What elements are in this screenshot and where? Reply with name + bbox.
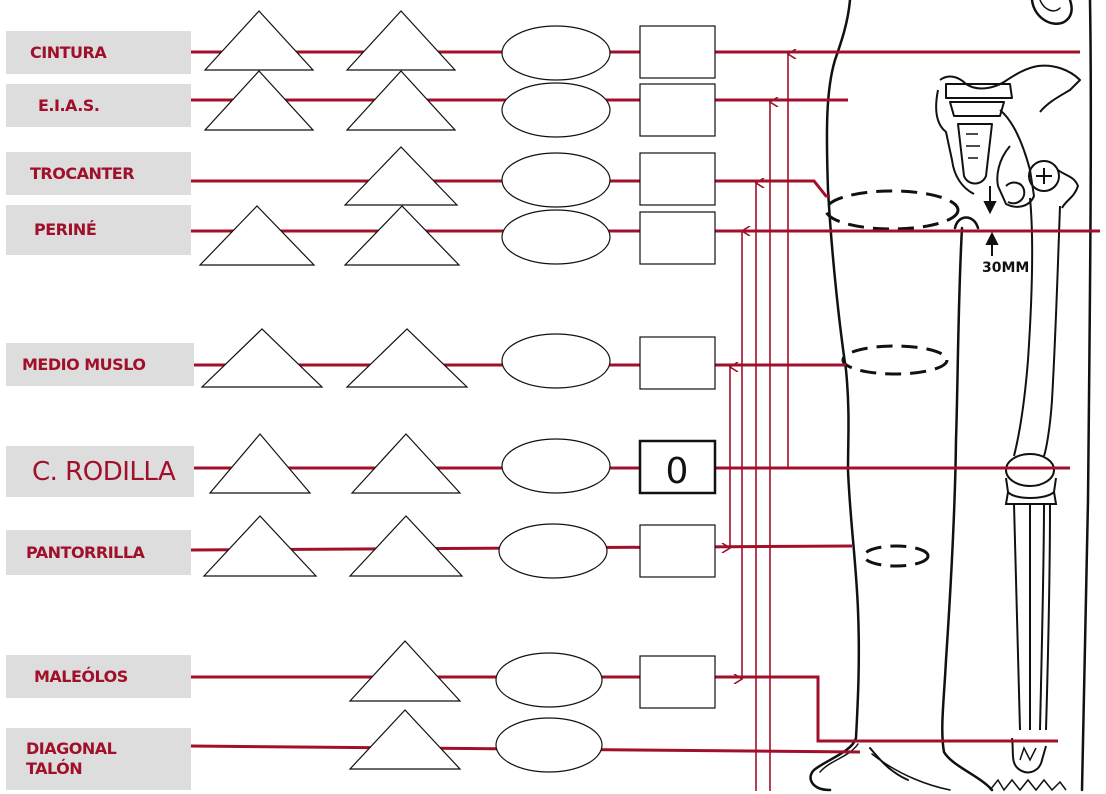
perine-oval[interactable] — [501, 209, 611, 265]
label-talon: TALÓN — [26, 759, 83, 778]
pantorrilla-triangle-1[interactable] — [202, 515, 318, 577]
label-eias: E.I.A.S. — [6, 84, 191, 127]
label-medio-muslo: MEDIO MUSLO — [6, 343, 194, 386]
label-maleolos: MALEÓLOS — [6, 655, 191, 698]
trocanter-box[interactable] — [639, 152, 716, 206]
leg-skeleton — [989, 197, 1067, 792]
medio-muslo-triangle-2[interactable] — [345, 328, 469, 388]
label-perine: PERINÉ — [6, 205, 191, 255]
eias-triangle-2[interactable] — [345, 70, 457, 131]
trocanter-oval[interactable] — [501, 152, 611, 208]
input-shapes — [198, 10, 716, 773]
medio-muslo-triangle-1[interactable] — [200, 328, 324, 388]
offset-annotation — [983, 186, 999, 256]
thigh-top-circumference — [824, 189, 960, 231]
cintura-oval[interactable] — [501, 25, 611, 81]
cintura-triangle-2[interactable] — [345, 10, 457, 71]
length-arrows — [730, 54, 788, 791]
pelvis-skeleton — [935, 64, 1081, 209]
c-rodilla-value-border — [638, 439, 717, 495]
label-c-rodilla: C. RODILLA — [6, 446, 194, 497]
c-rodilla-value[interactable]: 0 — [666, 451, 689, 492]
diagonal-talon-triangle[interactable] — [348, 709, 462, 770]
offset-label: 30MM — [982, 260, 1029, 276]
circumference-markers — [824, 189, 960, 568]
medio-muslo-oval[interactable] — [501, 333, 611, 389]
pantorrilla-oval[interactable] — [498, 523, 608, 579]
label-diagonal-talon: DIAGONAL TALÓN — [6, 728, 191, 790]
maleolos-oval[interactable] — [495, 652, 603, 708]
eias-oval[interactable] — [501, 82, 611, 138]
c-rodilla-triangle-1[interactable] — [208, 433, 312, 494]
label-pantorrilla: PANTORRILLA — [6, 530, 191, 575]
label-trocanter: TROCANTER — [6, 152, 191, 195]
c-rodilla-oval[interactable] — [501, 438, 611, 494]
perine-triangle-1[interactable] — [198, 205, 316, 266]
line-maleolos — [191, 675, 1058, 743]
maleolos-box[interactable] — [639, 655, 716, 709]
calf-circumference — [862, 544, 930, 568]
pantorrilla-triangle-2[interactable] — [348, 515, 464, 577]
cintura-triangle-1[interactable] — [203, 10, 315, 71]
eias-box[interactable] — [639, 83, 716, 137]
perine-triangle-2[interactable] — [343, 205, 461, 266]
diagonal-talon-oval[interactable] — [495, 717, 603, 773]
label-diagonal: DIAGONAL — [26, 739, 117, 758]
cintura-box[interactable] — [639, 25, 716, 79]
maleolos-triangle[interactable] — [348, 640, 462, 702]
c-rodilla-triangle-2[interactable] — [350, 433, 462, 494]
leg-figure — [809, 0, 1093, 792]
perine-box[interactable] — [639, 211, 716, 265]
mid-thigh-circumference — [841, 344, 949, 376]
medio-muslo-box[interactable] — [639, 336, 716, 390]
trocanter-triangle[interactable] — [343, 146, 459, 206]
eias-triangle-1[interactable] — [203, 70, 315, 131]
label-cintura: CINTURA — [6, 31, 191, 74]
pantorrilla-box[interactable] — [639, 524, 716, 578]
